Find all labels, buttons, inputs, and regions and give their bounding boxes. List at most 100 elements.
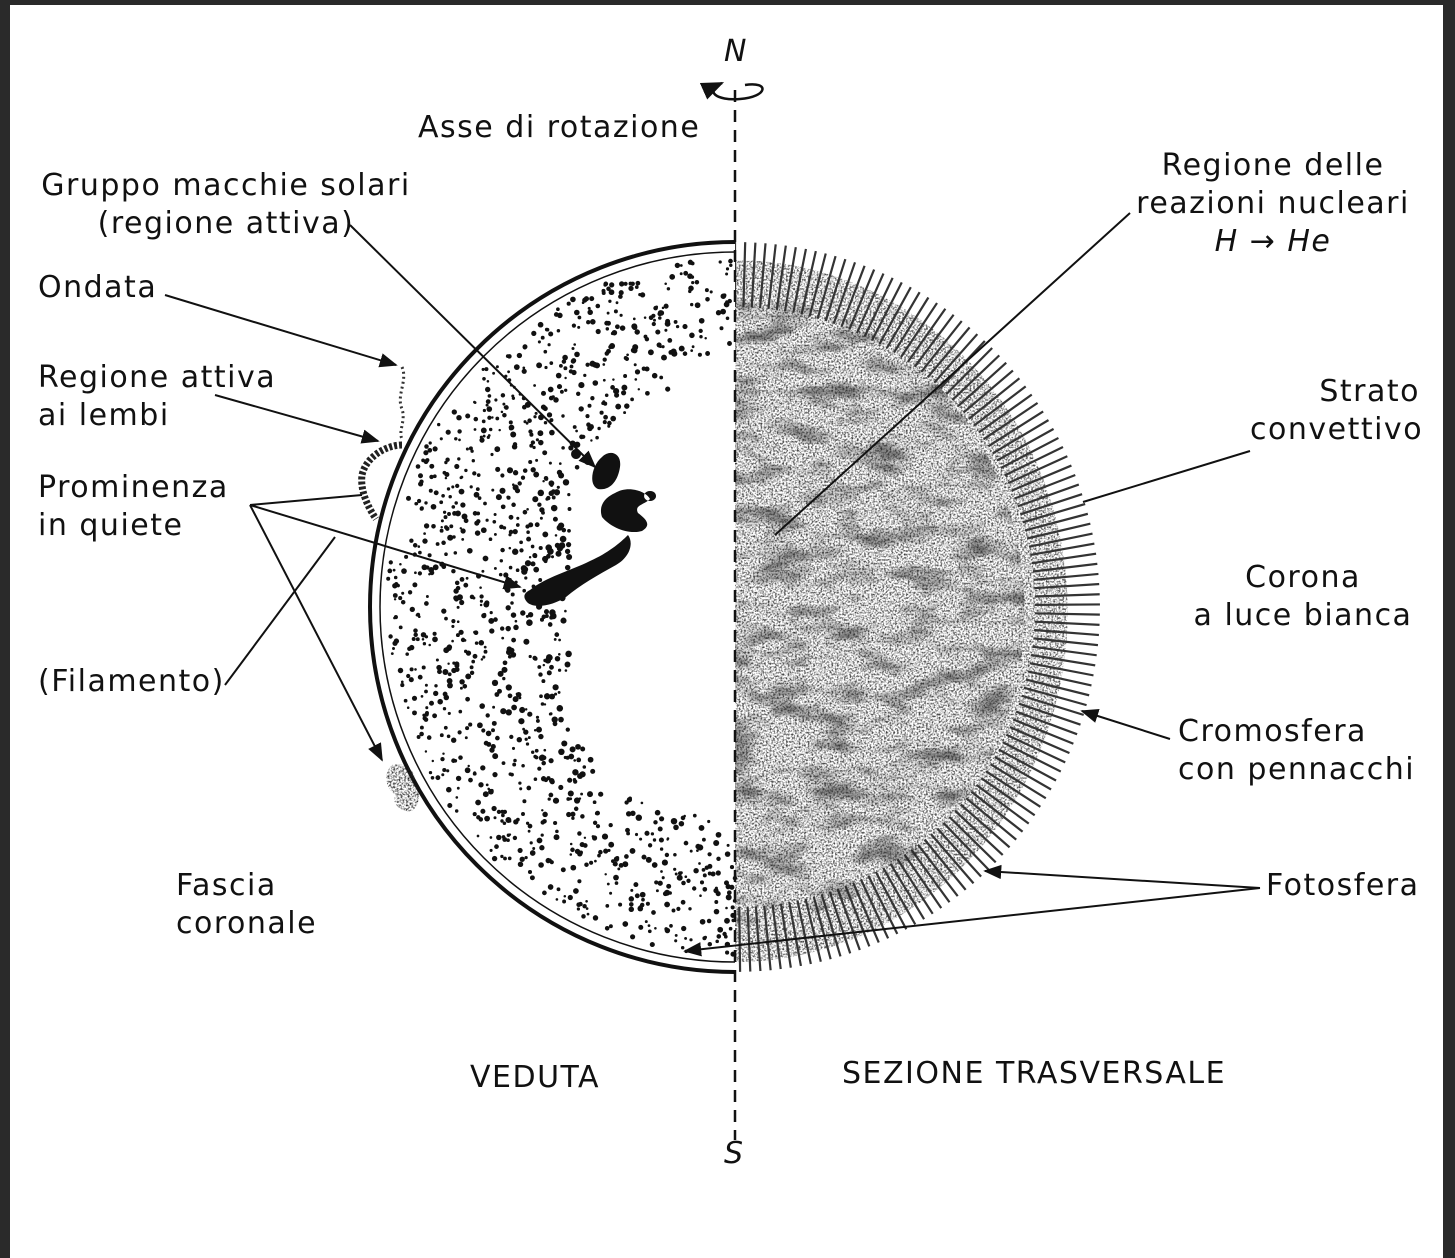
stipple-dot xyxy=(567,493,570,496)
stipple-dot xyxy=(446,769,449,772)
stipple-dot xyxy=(716,310,721,315)
stipple-dot xyxy=(492,856,497,861)
stipple-dot xyxy=(500,708,506,714)
stipple-dot xyxy=(595,811,600,816)
stipple-dot xyxy=(549,758,554,763)
stipple-dot xyxy=(724,918,730,924)
stipple-dot xyxy=(546,693,549,696)
stipple-dot xyxy=(451,505,455,509)
stipple-dot xyxy=(560,618,566,624)
stipple-dot xyxy=(727,341,732,346)
stipple-dot xyxy=(554,834,560,840)
stipple-dot xyxy=(472,459,475,462)
stipple-dot xyxy=(501,393,505,397)
stipple-dot xyxy=(707,852,711,856)
stipple-dot xyxy=(613,863,616,866)
stipple-dot xyxy=(596,304,601,309)
stipple-dot xyxy=(506,709,512,715)
stipple-dot xyxy=(658,881,663,886)
stipple-dot xyxy=(489,537,493,541)
stipple-dot xyxy=(546,328,550,332)
stipple-dot xyxy=(477,473,481,477)
stipple-dot xyxy=(507,467,513,473)
stipple-dot xyxy=(531,440,535,444)
stipple-dot xyxy=(428,567,434,573)
stipple-dot xyxy=(721,293,727,299)
stipple-dot xyxy=(443,511,446,514)
stipple-dot xyxy=(594,860,597,863)
stipple-dot xyxy=(535,522,540,527)
stipple-dot xyxy=(570,843,573,846)
stipple-dot xyxy=(454,551,458,555)
stipple-dot xyxy=(475,493,478,496)
stipple-dot xyxy=(444,515,448,519)
stipple-dot xyxy=(413,628,418,633)
stipple-dot xyxy=(528,830,531,833)
stipple-dot xyxy=(562,355,568,361)
stipple-dot xyxy=(460,502,465,507)
stipple-dot xyxy=(684,937,687,940)
stipple-dot xyxy=(629,282,633,286)
stipple-dot xyxy=(671,818,678,825)
stipple-dot xyxy=(558,639,561,642)
stipple-dot xyxy=(412,696,417,701)
stipple-dot xyxy=(653,319,656,322)
stipple-dot xyxy=(675,934,678,937)
stipple-dot xyxy=(544,421,547,424)
stipple-dot xyxy=(392,647,395,650)
stipple-dot xyxy=(668,891,672,895)
stipple-dot xyxy=(460,577,465,582)
stipple-dot xyxy=(603,283,607,287)
stipple-dot xyxy=(509,530,513,534)
stipple-dot xyxy=(558,717,564,723)
stipple-dot xyxy=(547,412,552,417)
stipple-dot xyxy=(465,697,470,702)
stipple-dot xyxy=(458,710,462,714)
stipple-dot xyxy=(538,578,542,582)
stipple-dot xyxy=(511,593,515,597)
stipple-dot xyxy=(636,815,642,821)
stipple-dot xyxy=(593,800,597,804)
stipple-dot xyxy=(419,479,423,483)
stipple-dot xyxy=(424,501,427,504)
stipple-dot xyxy=(573,778,576,781)
stipple-dot xyxy=(626,353,629,356)
stipple-dot xyxy=(503,660,508,665)
stipple-dot xyxy=(648,924,651,927)
stipple-dot xyxy=(507,496,511,500)
leader-photosphere-a xyxy=(985,871,1260,888)
stipple-dot xyxy=(662,860,668,866)
stipple-dot xyxy=(581,914,586,919)
stipple-dot xyxy=(655,329,660,334)
coronal-band-blob xyxy=(386,764,419,811)
stipple-dot xyxy=(516,568,520,572)
stipple-dot xyxy=(573,343,576,346)
stipple-dot xyxy=(447,735,451,739)
stipple-dot xyxy=(451,485,454,488)
stipple-dot xyxy=(409,677,414,682)
stipple-dot xyxy=(446,787,452,793)
stipple-dot xyxy=(391,652,394,655)
stipple-dot xyxy=(532,847,535,850)
stipple-dot xyxy=(491,728,495,732)
stipple-dot xyxy=(535,756,539,760)
stipple-dot xyxy=(542,450,547,455)
stipple-dot xyxy=(408,590,412,594)
stipple-dot xyxy=(561,867,566,872)
stipple-dot xyxy=(454,501,457,504)
stipple-dot xyxy=(481,570,484,573)
stipple-dot xyxy=(518,781,521,784)
stipple-dot xyxy=(441,773,444,776)
stipple-dot xyxy=(562,900,566,904)
stipple-dot xyxy=(428,573,430,575)
stipple-dot xyxy=(452,409,457,414)
stipple-dot xyxy=(437,669,442,674)
stipple-dot xyxy=(528,429,532,433)
stipple-dot xyxy=(665,387,670,392)
stipple-dot xyxy=(538,672,542,676)
stipple-dot xyxy=(669,274,675,280)
stipple-dot xyxy=(725,907,728,910)
stipple-dot xyxy=(504,586,509,591)
stipple-dot xyxy=(429,475,433,479)
stipple-dot xyxy=(477,722,483,728)
